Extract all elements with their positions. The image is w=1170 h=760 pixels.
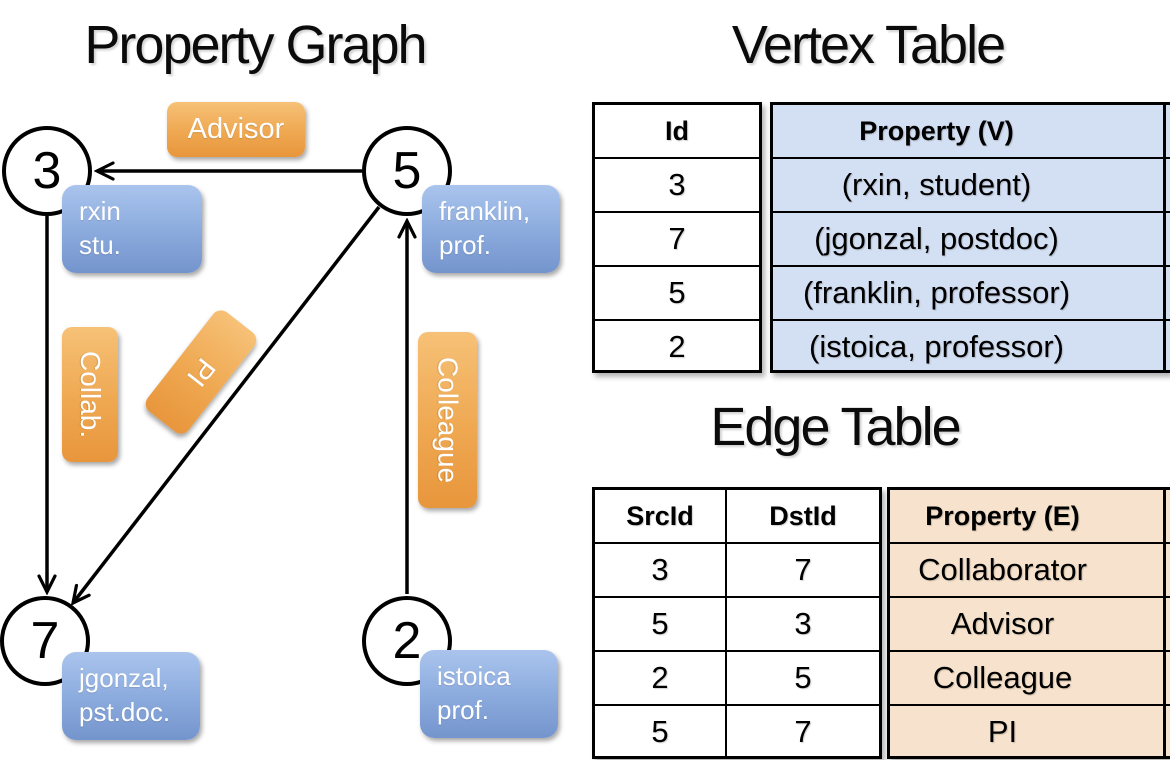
edge-pi-5-to-7	[73, 205, 381, 603]
node-5-id: 5	[392, 142, 422, 200]
edge-row-property: Colleague	[890, 650, 1170, 704]
edge-label-collab: Collab.	[62, 327, 118, 462]
edge-row-dstid: 7	[725, 704, 879, 758]
edge-label-advisor: Advisor	[167, 102, 305, 157]
edge-table-id-columns: SrcId DstId 3 7 5 3 2 5 5 7	[592, 487, 882, 759]
edge-row-dstid: 3	[725, 596, 879, 650]
edge-table-title: Edge Table	[710, 397, 961, 457]
vertex-property-box-5: franklin, prof.	[422, 185, 560, 273]
edge-header-srcid: SrcId	[626, 500, 694, 531]
edge-table-property-column: Property (E) Collaborator Advisor Collea…	[887, 487, 1170, 759]
vertex-7-name: jgonzal,	[79, 663, 169, 693]
vertex-row-id: 2	[595, 319, 759, 373]
vertex-header-property: Property (V)	[859, 115, 1014, 146]
node-7-id: 7	[30, 612, 60, 670]
vertex-table-id-column: Id 3 7 5 2	[592, 102, 762, 373]
node-3-id: 3	[32, 142, 62, 200]
edge-row-srcid: 5	[595, 704, 725, 758]
vertex-5-role: prof.	[439, 230, 492, 261]
vertex-row-property: (rxin, student)	[773, 157, 1170, 211]
graph-node-2: 2	[362, 596, 452, 686]
edge-row-srcid: 3	[595, 542, 725, 596]
vertex-2-name: istoica	[437, 661, 511, 691]
edge-row-property: PI	[890, 704, 1170, 758]
graph-node-5: 5	[362, 126, 452, 216]
vertex-3-name: rxin	[79, 196, 121, 226]
vertex-3-role: stu.	[79, 230, 121, 261]
vertex-row-property: (jgonzal, postdoc)	[773, 211, 1170, 265]
edge-table: SrcId DstId 3 7 5 3 2 5 5 7 Property (E)…	[592, 487, 1170, 759]
vertex-property-box-3: rxin stu.	[62, 185, 202, 273]
vertex-property-box-2: istoica prof.	[420, 650, 558, 738]
edge-row-property: Advisor	[890, 596, 1170, 650]
edge-row-srcid: 2	[595, 650, 725, 704]
node-2-id: 2	[392, 612, 422, 670]
edge-row-dstid: 5	[725, 650, 879, 704]
vertex-property-box-7: jgonzal, pst.doc.	[62, 652, 200, 740]
vertex-5-name: franklin,	[439, 196, 531, 226]
vertex-table-right-border	[1163, 105, 1166, 370]
edge-row-srcid: 5	[595, 596, 725, 650]
vertex-row-id: 3	[595, 157, 759, 211]
vertex-2-role: prof.	[437, 695, 490, 726]
vertex-row-property: (istoica, professor)	[773, 319, 1170, 373]
edge-header-dstid: DstId	[725, 490, 879, 542]
edge-row-property: Collaborator	[890, 542, 1170, 596]
vertex-row-property: (franklin, professor)	[773, 265, 1170, 319]
vertex-row-id: 5	[595, 265, 759, 319]
vertex-row-id: 7	[595, 211, 759, 265]
vertex-7-role: pst.doc.	[79, 697, 171, 728]
edge-header-property: Property (E)	[925, 500, 1080, 531]
vertex-table: Id 3 7 5 2 Property (V) (rxin, student) …	[592, 102, 1170, 373]
vertex-header-id: Id	[665, 115, 689, 146]
edge-label-colleague: Colleague	[418, 332, 477, 508]
vertex-table-title: Vertex Table	[731, 15, 1006, 75]
graph-edges	[0, 0, 585, 760]
edge-table-right-border	[1163, 490, 1166, 756]
vertex-table-property-column: Property (V) (rxin, student) (jgonzal, p…	[770, 102, 1170, 373]
property-graph-title: Property Graph	[84, 15, 427, 75]
edge-row-dstid: 7	[725, 542, 879, 596]
